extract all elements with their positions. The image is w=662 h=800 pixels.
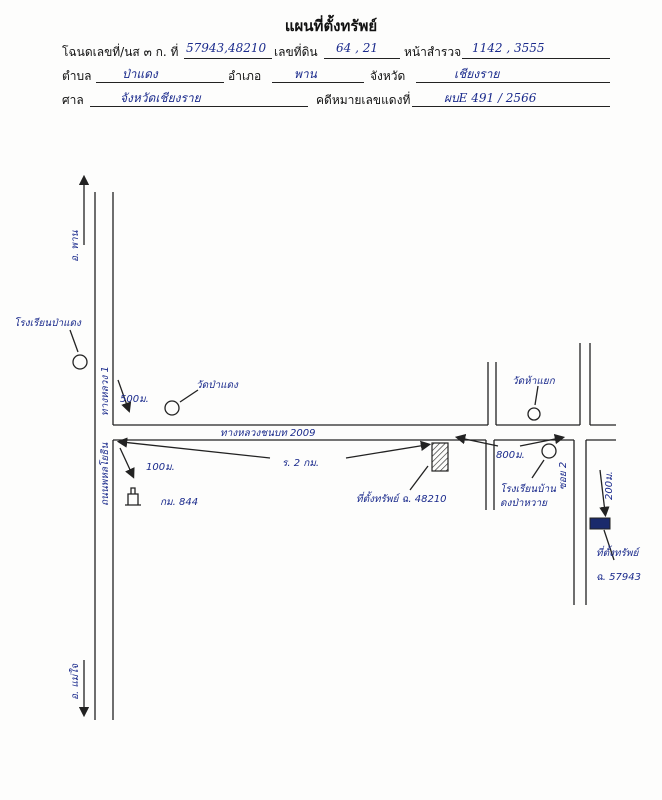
temple-left-pointer (179, 389, 199, 403)
dist-100-label: 100ม. (146, 462, 175, 473)
survey-line (462, 58, 610, 59)
deed-label: โฉนดเลขที่/นส ๓ ก. ที่ (62, 45, 179, 59)
temple-right-pointer (534, 385, 539, 406)
school-right-label-2: ดงป่าหวาย (500, 498, 548, 509)
km-marker-label: กม. 844 (160, 497, 198, 508)
property-1-plot (431, 442, 449, 472)
district-line (272, 82, 364, 83)
header-row-location: ตำบล ป่าแดง อำเภอ พาน จังหวัด เชียงราย (62, 66, 610, 86)
school-left-pointer (69, 329, 79, 353)
land-label: เลขที่ดิน (274, 45, 318, 59)
case-label: คดีหมายเลขแดงที่ (316, 93, 411, 107)
soi-right-label: ซอย 2 (558, 462, 569, 490)
province-value: เชียงราย (454, 67, 500, 81)
province-line (416, 82, 610, 83)
property-2-plot (589, 517, 611, 530)
bottom-arrow-label: อ. แม่ใจ (69, 663, 81, 700)
subdistrict-line (96, 82, 224, 83)
court-value: จังหวัดเชียงราย (120, 91, 201, 105)
road-label-lower: ถนนพหลโยธิน (99, 442, 111, 506)
court-label: ศาล (62, 93, 84, 107)
dist-200-pointer (599, 469, 610, 518)
property-2-pointer (603, 529, 615, 561)
district-label: อำเภอ (228, 69, 262, 83)
deed-line (184, 58, 272, 59)
subdistrict-value: ป่าแดง (122, 67, 158, 81)
temple-right-label: วัดห้าแยก (512, 375, 556, 387)
case-line (412, 106, 610, 107)
property-2-label: ที่ตั้งทรัพย์ (596, 545, 640, 559)
survey-label: หน้าสำรวจ (404, 45, 462, 59)
top-arrow-label: อ. พาน (70, 229, 81, 262)
dist-main-arrow-left (116, 437, 271, 459)
dist-500-label: 500ม. (120, 394, 149, 405)
dist-800-arrow-right (519, 433, 566, 447)
district-value: พาน (294, 67, 317, 81)
school-right-label-1: โรงเรียนบ้าน (500, 483, 557, 495)
dist-main-arrow-right (345, 440, 432, 459)
survey-value: 1142 , 3555 (472, 41, 545, 55)
temple-left-icon (164, 400, 180, 416)
school-right-pointer (531, 459, 545, 479)
dist-main-label: ร. 2 กม. (282, 458, 319, 469)
court-line (90, 106, 308, 107)
subdistrict-label: ตำบล (62, 69, 92, 83)
property-1-pointer (409, 465, 429, 491)
case-value: ผบE 491 / 2566 (444, 91, 537, 105)
property-2-deed-label: ฉ. 57943 (596, 572, 641, 583)
property-1-label: ที่ตั้งทรัพย์ ฉ. 48210 (356, 491, 447, 505)
soi-road-label: ทางหลวงชนบท 2009 (220, 428, 316, 439)
school-left-icon (72, 354, 88, 370)
dist-800-label: 800ม. (496, 450, 525, 461)
km-marker-icon (125, 487, 141, 506)
temple-right-icon (527, 407, 541, 421)
header-row-court: ศาล จังหวัดเชียงราย คดีหมายเลขแดงที่ ผบE… (62, 90, 610, 110)
temple-left-label: วัดป่าแดง (196, 380, 239, 391)
dist-500-pointer (117, 379, 132, 413)
dist-200-label: 200ม. (604, 471, 615, 500)
school-left-label: โรงเรียนป่าแดง (14, 317, 82, 329)
land-line (324, 58, 400, 59)
deed-value: 57943,48210 (186, 41, 267, 55)
dist-800-arrow-left (454, 433, 499, 447)
road-label-upper: ทางหลวง 1 (100, 366, 111, 416)
page-title: แผนที่ตั้งทรัพย์ (284, 17, 378, 35)
dist-100-marker (119, 447, 135, 479)
school-right-icon (541, 443, 557, 459)
province-label: จังหวัด (370, 69, 406, 83)
land-value: 64 , 21 (336, 41, 378, 55)
header-row-deed: โฉนดเลขที่/นส ๓ ก. ที่ 57943,48210 เลขที… (62, 41, 610, 62)
